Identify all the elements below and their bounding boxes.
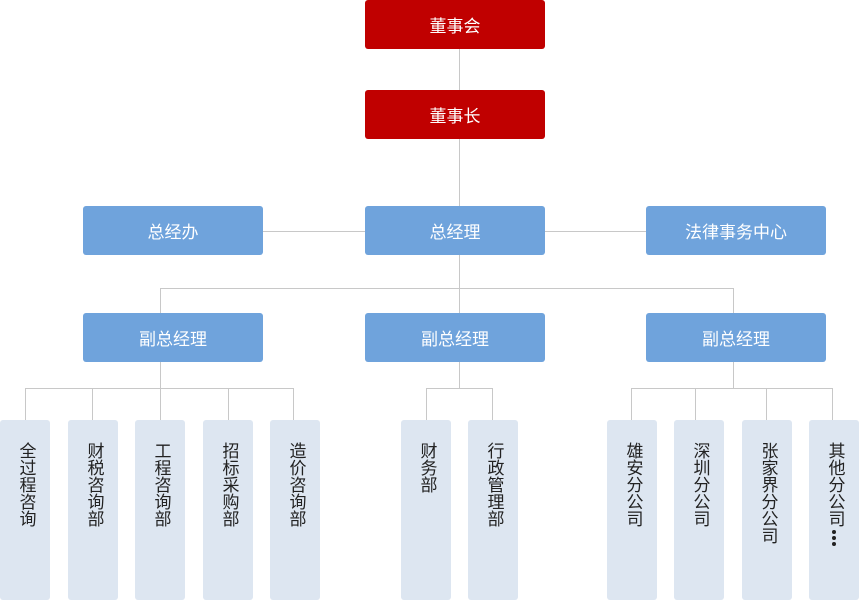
branch-node: 深圳分公司	[674, 420, 724, 600]
dept-node: 招标采购部	[203, 420, 253, 600]
board-node: 董事会	[365, 0, 545, 49]
chairman-node: 董事长	[365, 90, 545, 139]
dept-label: 行政管理部	[483, 442, 504, 527]
branch-label: 深圳分公司	[689, 442, 710, 527]
dept-node: 工程咨询部	[135, 420, 185, 600]
deputy-gm-node-1: 副总经理	[83, 313, 263, 362]
branch-node: 雄安分公司	[607, 420, 657, 600]
dept-label: 工程咨询部	[150, 442, 171, 527]
dept-node: 全过程咨询	[0, 420, 50, 600]
dept-node: 财务部	[401, 420, 451, 600]
branch-label: 雄安分公司	[622, 442, 643, 527]
more-ellipsis-icon	[832, 529, 836, 547]
general-manager-node: 总经理	[365, 206, 545, 255]
dept-label: 造价咨询部	[285, 442, 306, 527]
dept-label: 财务部	[416, 442, 437, 493]
branch-node: 张家界分公司	[742, 420, 792, 600]
dept-label: 财税咨询部	[83, 442, 104, 527]
dept-label: 全过程咨询	[15, 442, 36, 527]
dept-node: 行政管理部	[468, 420, 518, 600]
dept-label: 招标采购部	[218, 442, 239, 527]
dept-node: 造价咨询部	[270, 420, 320, 600]
gm-office-node: 总经办	[83, 206, 263, 255]
legal-center-node: 法律事务中心	[646, 206, 826, 255]
dept-node: 财税咨询部	[68, 420, 118, 600]
deputy-gm-node-2: 副总经理	[365, 313, 545, 362]
branch-node: 其他分公司	[809, 420, 859, 600]
branch-label: 张家界分公司	[757, 442, 778, 544]
deputy-gm-node-3: 副总经理	[646, 313, 826, 362]
branch-label: 其他分公司	[824, 442, 845, 527]
